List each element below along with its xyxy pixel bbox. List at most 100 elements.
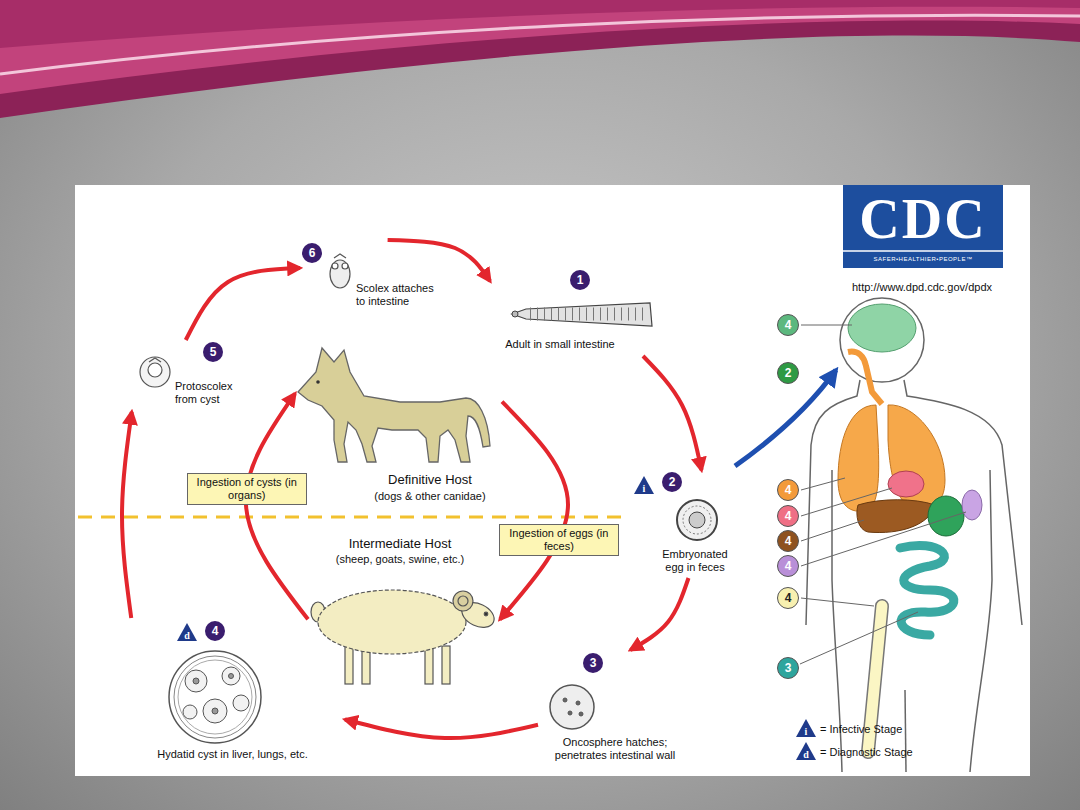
protoscolex-illustration	[140, 357, 170, 387]
host-node: Definitive Host(dogs & other canidae)	[295, 345, 502, 507]
sheep-illustration	[484, 612, 488, 616]
leader-lines	[800, 325, 966, 664]
human-organs	[888, 405, 945, 509]
callout-number: 4	[779, 316, 797, 334]
sheep-illustration	[425, 646, 433, 684]
egg-illustration	[683, 506, 711, 534]
scolex-illustration	[330, 254, 350, 288]
transmission-arrow	[246, 394, 308, 620]
human-organs	[848, 352, 882, 404]
stage-marker: i	[643, 484, 646, 494]
oncosphere-illustration	[563, 698, 567, 702]
human-organs	[888, 471, 924, 497]
sheep-illustration	[453, 591, 473, 611]
slide-header	[0, 0, 1080, 94]
oncosphere-illustration	[568, 711, 572, 715]
protoscolex-illustration	[140, 357, 170, 387]
cycle-arrow	[186, 268, 300, 340]
human-figure	[806, 298, 1022, 772]
legend-marker: i	[805, 727, 808, 737]
sheep-illustration	[458, 596, 468, 606]
oncosphere-illustration	[576, 701, 580, 705]
cycle-arrow	[643, 356, 702, 470]
stage-number: 3	[583, 653, 603, 673]
sheep-illustration	[318, 590, 466, 654]
stage-caption: Embryonated egg in feces	[655, 548, 735, 574]
transmission-arrow	[500, 402, 568, 620]
hydatid-cyst-illustration	[169, 651, 261, 743]
source-url: http://www.dpd.cdc.gov/dpdx	[852, 281, 992, 294]
callout-number: 4	[779, 557, 797, 575]
protoscolex-illustration	[149, 358, 161, 362]
leader-lines	[801, 325, 852, 326]
stage-number: 2	[662, 472, 682, 492]
legend-text: = Diagnostic Stage	[820, 746, 913, 759]
leader-lines	[800, 612, 918, 664]
hydatid-cyst-illustration	[183, 705, 197, 719]
stage-number: 4	[205, 621, 225, 641]
host-node: Intermediate Host(sheep, goats, swine, e…	[308, 533, 500, 690]
callout-circle: 3	[777, 657, 799, 679]
human-figure	[840, 298, 924, 382]
cdc-logo	[843, 250, 1003, 252]
egg-illustration	[677, 500, 717, 540]
hydatid-cyst-illustration	[233, 695, 249, 711]
scolex-illustration	[334, 254, 346, 258]
stage-node: 3Oncosphere hatches; penetrates intestin…	[538, 650, 692, 765]
cycle-arrow	[122, 412, 132, 618]
hydatid-cyst-illustration	[203, 699, 227, 723]
sheep-illustration	[311, 590, 498, 684]
stage-triangles	[796, 719, 816, 737]
adult-worm-illustration	[512, 303, 652, 326]
stage-caption: Scolex attaches to intestine	[356, 282, 444, 308]
cdc-logo	[843, 185, 1003, 268]
stage-caption: Protoscolex from cyst	[175, 380, 247, 406]
hydatid-cyst-illustration	[174, 656, 256, 738]
hydatid-cyst-illustration	[212, 708, 218, 714]
leader-lines	[801, 520, 864, 541]
hydatid-cyst-illustration	[169, 651, 261, 743]
hydatid-cyst-illustration	[229, 674, 234, 679]
scolex-illustration	[332, 263, 338, 269]
callout-number: 4	[779, 589, 797, 607]
route-label: Ingestion of eggs (in feces)	[499, 524, 619, 556]
egg-illustration	[677, 500, 717, 540]
callout-circle: 4	[777, 505, 799, 527]
dog-illustration	[316, 380, 320, 384]
hydatid-cyst-illustration	[222, 667, 240, 685]
sheep-illustration	[345, 646, 353, 684]
stage-caption: Oncosphere hatches; penetrates intestina…	[540, 736, 690, 762]
human-organs	[857, 500, 935, 533]
oncosphere-illustration	[550, 685, 594, 729]
legend-row: = Infective Stage	[820, 723, 902, 736]
cycle-arrow	[388, 240, 490, 281]
stage-caption: Hydatid cyst in liver, lungs, etc.	[157, 748, 307, 761]
stage-number: 1	[570, 270, 590, 290]
stage-node: 1Adult in small intestine	[490, 268, 660, 356]
figure-panel	[75, 185, 1030, 776]
callout-circle: 4	[777, 587, 799, 609]
callout-circle: 2	[777, 362, 799, 384]
slide-header	[0, 0, 1080, 118]
stage-triangles	[177, 476, 816, 760]
adult-worm-illustration	[530, 308, 648, 321]
human-organs	[838, 304, 982, 752]
leader-lines	[801, 488, 892, 516]
stage-caption: Adult in small intestine	[505, 338, 614, 351]
human-organs	[928, 496, 964, 536]
host-subtitle: (sheep, goats, swine, etc.)	[310, 553, 490, 566]
stage-number: 5	[203, 342, 223, 362]
hydatid-cyst-illustration	[178, 660, 252, 734]
host-divider	[78, 516, 628, 519]
leader-lines	[801, 478, 845, 490]
callout-number: 3	[779, 659, 797, 677]
human-organs	[962, 490, 982, 520]
dog-illustration	[298, 348, 490, 462]
leader-lines	[801, 598, 874, 606]
oncosphere-illustration	[550, 685, 594, 729]
scolex-illustration	[342, 263, 348, 269]
human-organs	[838, 405, 879, 511]
human-organs	[848, 304, 916, 352]
